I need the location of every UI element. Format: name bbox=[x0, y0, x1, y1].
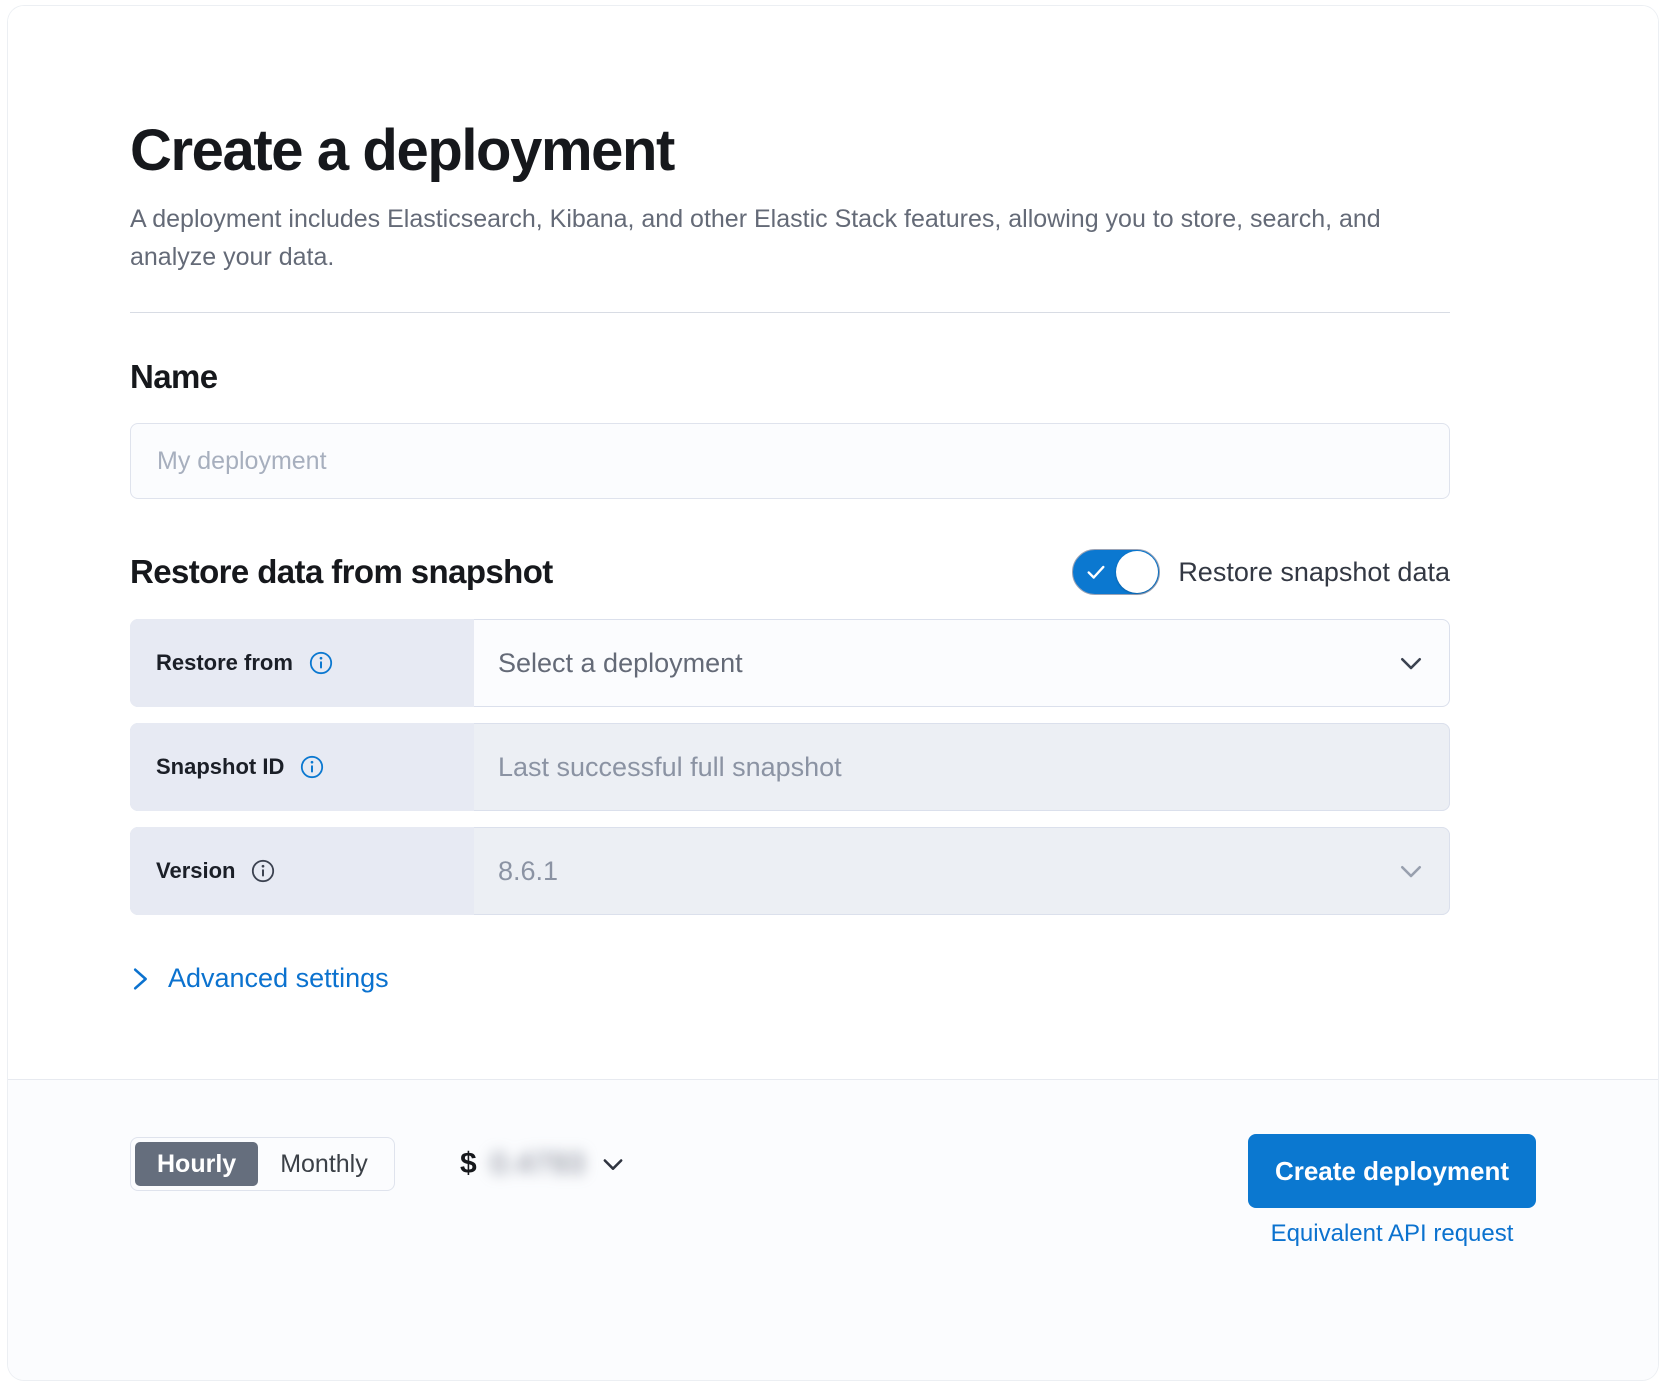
create-deployment-card: Create a deployment A deployment include… bbox=[8, 6, 1658, 1380]
currency-symbol: $ bbox=[460, 1147, 477, 1180]
billing-option-hourly[interactable]: Hourly bbox=[135, 1142, 259, 1186]
restore-snapshot-toggle[interactable] bbox=[1072, 549, 1161, 595]
snapshot-id-value: Last successful full snapshot bbox=[498, 751, 842, 782]
equivalent-api-request-link[interactable]: Equivalent API request bbox=[1270, 1220, 1514, 1247]
name-section-heading: Name bbox=[130, 358, 218, 395]
advanced-settings-label: Advanced settings bbox=[168, 963, 389, 993]
page-subtitle: A deployment includes Elasticsearch, Kib… bbox=[130, 205, 1381, 271]
snapshot-id-field: Last successful full snapshot bbox=[474, 723, 1450, 811]
info-icon[interactable] bbox=[309, 651, 333, 675]
restore-form-rows: Restore from Select a deployment bbox=[130, 619, 1450, 915]
restore-from-label: Restore from bbox=[156, 650, 293, 675]
create-deployment-button[interactable]: Create deployment bbox=[1248, 1134, 1536, 1208]
info-icon[interactable] bbox=[251, 859, 275, 883]
billing-period-segmented-control: Hourly Monthly bbox=[130, 1137, 395, 1191]
price-amount: 0.4793 bbox=[490, 1147, 586, 1180]
billing-option-monthly[interactable]: Monthly bbox=[280, 1149, 368, 1178]
form-body: Create a deployment A deployment include… bbox=[8, 6, 1658, 1079]
check-icon bbox=[1087, 565, 1105, 579]
restore-toggle-label: Restore snapshot data bbox=[1178, 556, 1450, 587]
toggle-knob bbox=[1116, 551, 1159, 593]
chevron-down-icon[interactable] bbox=[1396, 648, 1426, 678]
restore-section-heading: Restore data from snapshot bbox=[130, 553, 553, 590]
restore-from-row[interactable]: Restore from Select a deployment bbox=[130, 619, 1450, 707]
restore-from-field[interactable]: Select a deployment bbox=[474, 619, 1450, 707]
chevron-right-icon bbox=[133, 967, 147, 990]
snapshot-id-row: Snapshot ID Last successful full snapsho… bbox=[130, 723, 1450, 811]
version-label-cell: Version bbox=[130, 827, 474, 915]
chevron-down-icon[interactable] bbox=[599, 1150, 627, 1178]
chevron-down-icon bbox=[1400, 865, 1422, 878]
page-title: Create a deployment bbox=[130, 118, 675, 183]
version-field: 8.6.1 bbox=[474, 827, 1450, 915]
snapshot-id-label-cell: Snapshot ID bbox=[130, 723, 474, 811]
version-row: Version 8.6.1 bbox=[130, 827, 1450, 915]
restore-section-header: Restore data from snapshot Restore snaps… bbox=[130, 549, 1450, 595]
advanced-settings-toggle[interactable]: Advanced settings bbox=[130, 963, 1450, 994]
header-divider bbox=[130, 312, 1450, 313]
version-label: Version bbox=[156, 858, 236, 883]
snapshot-id-label: Snapshot ID bbox=[156, 754, 285, 779]
restore-from-value: Select a deployment bbox=[498, 647, 743, 678]
price-display[interactable]: $ 0.4793 bbox=[460, 1138, 627, 1190]
restore-toggle-group: Restore snapshot data bbox=[1072, 549, 1450, 595]
restore-from-label-cell: Restore from bbox=[130, 619, 474, 707]
deployment-name-placeholder: My deployment bbox=[157, 446, 327, 475]
info-icon[interactable] bbox=[300, 755, 324, 779]
version-value: 8.6.1 bbox=[498, 855, 559, 886]
footer-bar: Hourly Monthly $ 0.4793 Create deploymen… bbox=[8, 1079, 1658, 1380]
deployment-name-input[interactable]: My deployment bbox=[130, 423, 1450, 499]
